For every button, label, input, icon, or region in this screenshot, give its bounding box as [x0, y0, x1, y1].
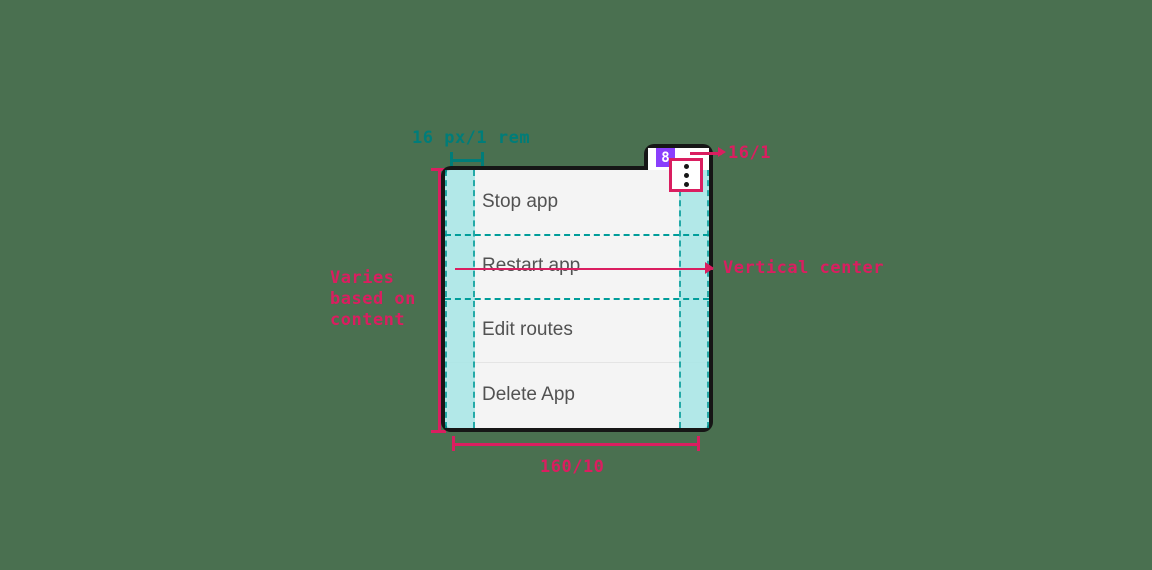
menu-item-label: Delete App [482, 383, 575, 405]
overflow-menu-list: Stop app Restart app Edit routes Delete … [445, 170, 709, 428]
width-spec-label: 160/10 [540, 457, 605, 477]
padding-measure-ibeam [450, 152, 484, 168]
vertical-center-arrow [705, 262, 714, 274]
menu-item-label: Edit routes [482, 319, 573, 340]
height-spec-label: Varies based on content [330, 268, 416, 330]
guide-line-top [445, 234, 709, 236]
vertical-center-label: Vertical center [723, 258, 885, 278]
menu-item-restart-app[interactable]: Restart app [445, 234, 709, 298]
width-dimension-cap-right [697, 436, 700, 451]
trigger-spec-label: 16/1 [728, 143, 771, 163]
guide-line-bottom [445, 298, 709, 300]
overflow-menu-card: Stop app Restart app Edit routes Delete … [441, 144, 713, 432]
overflow-kebab-icon[interactable] [669, 158, 703, 192]
height-dimension-line [438, 168, 441, 430]
width-dimension-line [452, 443, 700, 446]
trigger-spec-arrow [718, 147, 726, 157]
vertical-center-line [455, 268, 713, 270]
height-dimension-cap-top [431, 168, 446, 171]
menu-item-stop-app[interactable]: Stop app [445, 170, 709, 234]
menu-item-edit-routes[interactable]: Edit routes [445, 298, 709, 362]
width-dimension-cap-left [452, 436, 455, 451]
trigger-spec-leader [690, 152, 722, 155]
menu-item-label: Restart app [482, 255, 581, 276]
padding-spec-label: 16 px/1 rem [412, 128, 531, 148]
height-dimension-cap-bottom [431, 430, 446, 433]
menu-item-delete-app[interactable]: Delete App [445, 362, 709, 426]
menu-item-label: Stop app [482, 191, 559, 212]
